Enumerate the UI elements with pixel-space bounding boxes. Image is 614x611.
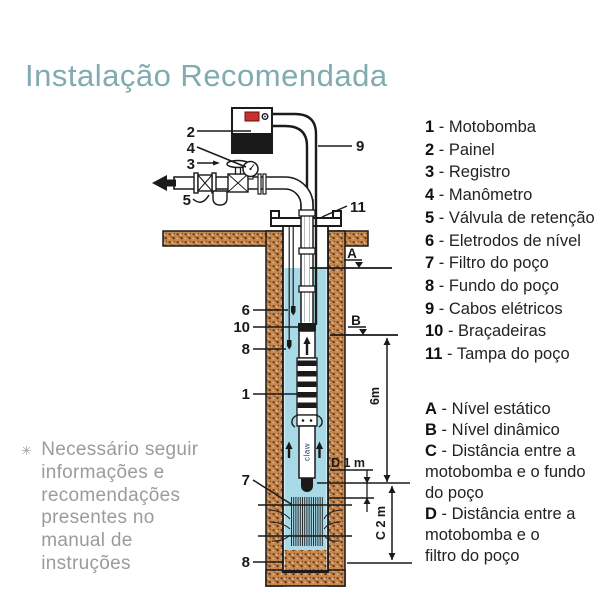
callout-cabos: 9 xyxy=(356,138,364,155)
callout-fundo: 8 xyxy=(242,554,250,571)
electric-cables xyxy=(272,112,318,325)
well-wall-left xyxy=(265,230,284,587)
legend-item: 11 - Tampa do poço xyxy=(425,345,570,364)
level-triangle-icon xyxy=(359,329,367,335)
legend-item: 8 - Fundo do poço xyxy=(425,276,559,295)
legend-item: 9 - Cabos elétricos xyxy=(425,299,563,318)
flow-out-arrow-icon xyxy=(152,175,176,191)
callout-motobomba: 1 xyxy=(242,386,250,403)
legend-item: C - Distância entre a motobomba e o fund… xyxy=(425,441,586,502)
svg-text:C 2 m: C 2 m xyxy=(374,506,388,540)
pump: claw xyxy=(285,330,324,492)
callout-manometro: 4 xyxy=(187,140,196,157)
legend-item: 3 - Registro xyxy=(425,163,511,182)
note-line: instruções xyxy=(41,552,131,574)
level-marker-a: A xyxy=(310,246,392,269)
note-line: Necessário seguir xyxy=(41,439,199,460)
legend-item: 6 - Eletrodos de nível xyxy=(425,231,581,250)
motor-cap xyxy=(301,478,313,492)
note-line: informações e xyxy=(41,461,165,483)
pump-intake xyxy=(296,414,318,427)
well-filter xyxy=(258,497,352,546)
legend-lettered: A - Nível estático B - Nível dinâmico C - … xyxy=(425,399,613,567)
note-line: presentes no xyxy=(41,507,155,529)
panel-display xyxy=(244,111,260,122)
dim-6m: 6m xyxy=(368,338,391,482)
callout-labels: 2 4 3 5 9 11 6 10 8 1 7 8 xyxy=(183,124,366,571)
ground-left xyxy=(162,230,284,247)
pipe-coupling xyxy=(298,247,316,255)
control-panel xyxy=(231,107,273,154)
note-line: recomendações xyxy=(41,484,181,506)
pipe-coupling xyxy=(298,209,316,217)
legend-item: A - Nível estático xyxy=(425,399,551,418)
page-title: Instalação Recomendada xyxy=(25,58,388,93)
pipe-coupling xyxy=(298,285,316,293)
dim-c: C 2 m xyxy=(347,486,412,564)
legend: 1 - Motobomba 2 - Painel 3 - Registro 4 - M… xyxy=(425,116,613,567)
pump-brand-label: claw xyxy=(303,443,312,461)
pipe-union xyxy=(262,173,267,195)
legend-item: 4 - Manômetro xyxy=(425,186,533,205)
legend-item: B - Nível dinâmico xyxy=(425,420,560,439)
cable-clamp xyxy=(298,323,316,331)
callout-eletrodo-inferior: 8 xyxy=(242,341,250,358)
level-marker-b: B xyxy=(330,313,398,336)
callout-filtro: 7 xyxy=(242,472,250,489)
svg-text:A: A xyxy=(347,246,357,261)
level-electrodes xyxy=(287,226,296,350)
pipe-union xyxy=(257,173,262,195)
callout-eletrodos: 6 xyxy=(242,302,250,319)
callout-tampa: 11 xyxy=(350,199,366,216)
callout-valvula: 5 xyxy=(183,192,191,209)
callouts xyxy=(192,130,352,563)
svg-text:B: B xyxy=(351,313,361,328)
legend-item: 7 - Filtro do poço xyxy=(425,254,549,273)
callout-registro: 3 xyxy=(187,156,195,173)
svg-text:6m: 6m xyxy=(368,387,382,405)
legend-item: 1 - Motobomba xyxy=(425,118,536,136)
legend-item: 5 - Válvula de retenção xyxy=(425,208,595,227)
asterisk-icon: ✳ xyxy=(21,443,33,458)
legend-item: 2 - Painel xyxy=(425,140,495,159)
pressure-gauge xyxy=(242,160,259,180)
legend-numbered: 1 - Motobomba 2 - Painel 3 - Registro 4 - M… xyxy=(425,116,613,366)
callout-bracadeiras: 10 xyxy=(233,319,250,336)
well-bottom-gravel xyxy=(284,550,327,571)
legend-item: 10 - Braçadeiras xyxy=(425,322,547,341)
note-line: manual de xyxy=(41,530,133,552)
legend-item: D - Distância entre a motobomba e o filt… xyxy=(425,504,576,565)
callout-painel: 2 xyxy=(187,124,195,141)
level-triangle-icon xyxy=(355,262,363,268)
check-valve xyxy=(193,172,228,206)
dim-d: D 1 m xyxy=(317,456,410,512)
well-wall-right xyxy=(327,230,346,587)
svg-text:D 1 m: D 1 m xyxy=(331,456,365,470)
